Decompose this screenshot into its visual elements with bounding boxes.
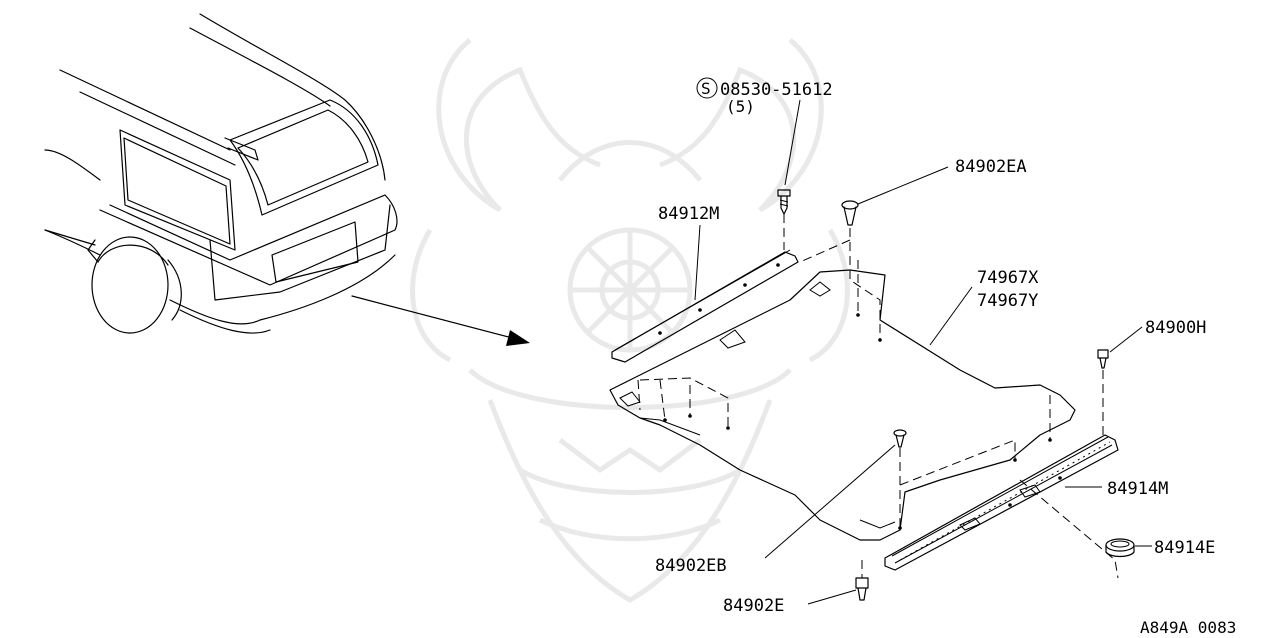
clip-right-part-number: 84900H bbox=[1145, 318, 1206, 338]
diagram-code: A849A 0083 bbox=[1140, 618, 1236, 637]
clip-top bbox=[841, 200, 859, 226]
left-rail-part-number: 84912M bbox=[658, 204, 719, 224]
floor-board-assembly bbox=[609, 269, 1076, 541]
assembly-lines bbox=[637, 214, 1119, 579]
screw-part-number: 08530-51612 bbox=[720, 80, 833, 100]
clip-bottom-part-number: 84902E bbox=[723, 596, 784, 616]
vehicle-rear-illustration bbox=[44, 13, 398, 334]
screw-quantity: (5) bbox=[726, 97, 755, 116]
left-rail bbox=[611, 249, 799, 363]
right-rail bbox=[884, 434, 1119, 571]
clip-mid bbox=[893, 429, 907, 448]
board-y-part-number: 74967Y bbox=[977, 291, 1038, 311]
leader-lines bbox=[694, 99, 1152, 605]
clip-right bbox=[1097, 349, 1109, 369]
clip-bottom bbox=[855, 577, 869, 601]
clip-mid-part-number: 84902EB bbox=[655, 556, 727, 576]
watermark-emblem bbox=[410, 38, 850, 603]
screw-callout: S 08530-51612 (5) bbox=[696, 77, 833, 116]
board-x-part-number: 74967X bbox=[977, 268, 1039, 288]
callout-labels: S 08530-51612 (5) 84902EA 84912M 74967X … bbox=[655, 77, 1236, 637]
direction-arrow bbox=[351, 295, 530, 346]
screw-symbol: S bbox=[701, 79, 711, 98]
clip-top-part-number: 84902EA bbox=[955, 157, 1027, 177]
cap-part-number: 84914E bbox=[1154, 538, 1215, 558]
right-rail-part-number: 84914M bbox=[1107, 479, 1168, 499]
cap bbox=[1105, 538, 1135, 558]
